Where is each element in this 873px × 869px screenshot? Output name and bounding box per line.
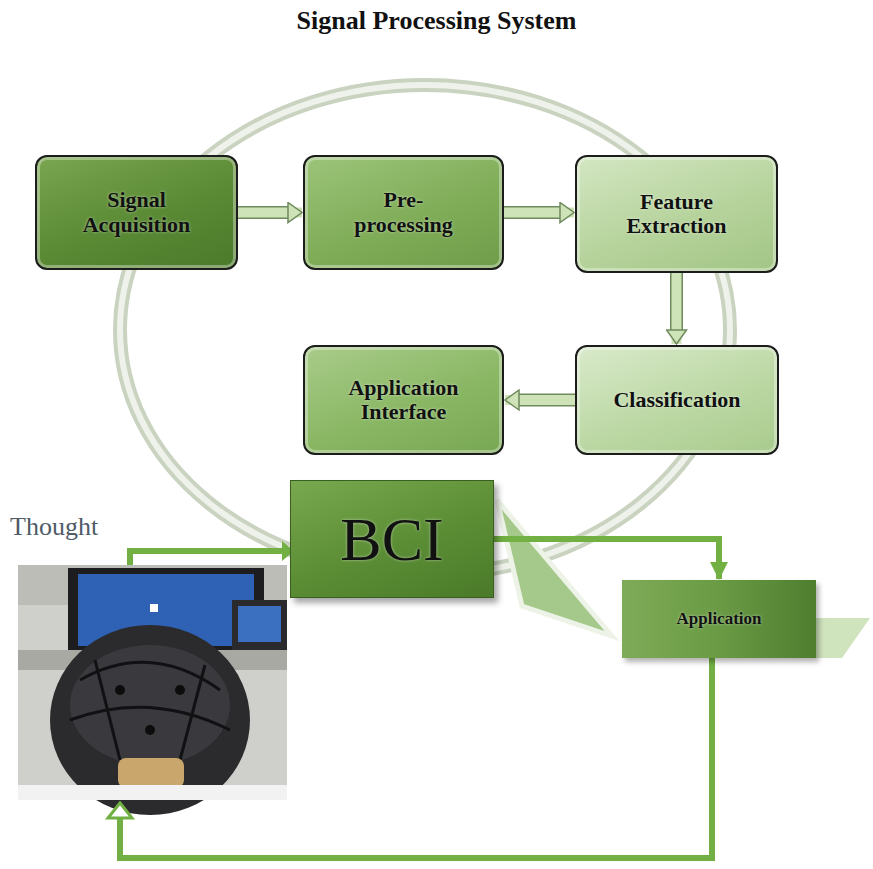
process-box: Signal Acquisition (35, 155, 238, 270)
thought-arrow (130, 551, 282, 565)
shirt (18, 785, 287, 800)
cap-top (70, 645, 230, 765)
application-tail (812, 618, 870, 658)
connector-arrow (238, 208, 302, 218)
feedback-arrowhead (108, 803, 132, 818)
node-text: Signal Acquisition (67, 188, 207, 236)
electrode (145, 725, 155, 735)
electrode (175, 685, 185, 695)
subject-photo (18, 565, 287, 815)
process-box: Application Interface (303, 345, 504, 455)
node-text: Feature Extraction (602, 190, 752, 238)
node-text: Application (634, 610, 804, 629)
diagram-title: Signal Processing System (0, 6, 873, 36)
node-text: Pre- processing (334, 188, 474, 236)
amplifier-box (118, 758, 184, 788)
cycle-arrowhead (497, 500, 612, 636)
second-monitor (232, 600, 287, 650)
electrode (115, 685, 125, 695)
node-text: BCI (302, 505, 482, 573)
process-box: Classification (575, 345, 779, 455)
feedback-arrow (120, 658, 712, 858)
application-box: Application (622, 580, 816, 658)
process-box: Feature Extraction (575, 155, 778, 273)
process-box: Pre- processing (303, 155, 504, 270)
connector-arrow (505, 395, 575, 405)
connector-arrow (494, 539, 719, 579)
node-text: Classification (587, 388, 767, 412)
bci-box: BCI (290, 480, 494, 598)
screen-target (150, 604, 158, 612)
node-text: Application Interface (329, 376, 479, 424)
second-screen (238, 606, 281, 642)
connector-arrow (672, 273, 682, 344)
connector-arrow (504, 208, 574, 218)
input-label: Thought (10, 512, 98, 542)
electrode-wires (70, 660, 230, 760)
